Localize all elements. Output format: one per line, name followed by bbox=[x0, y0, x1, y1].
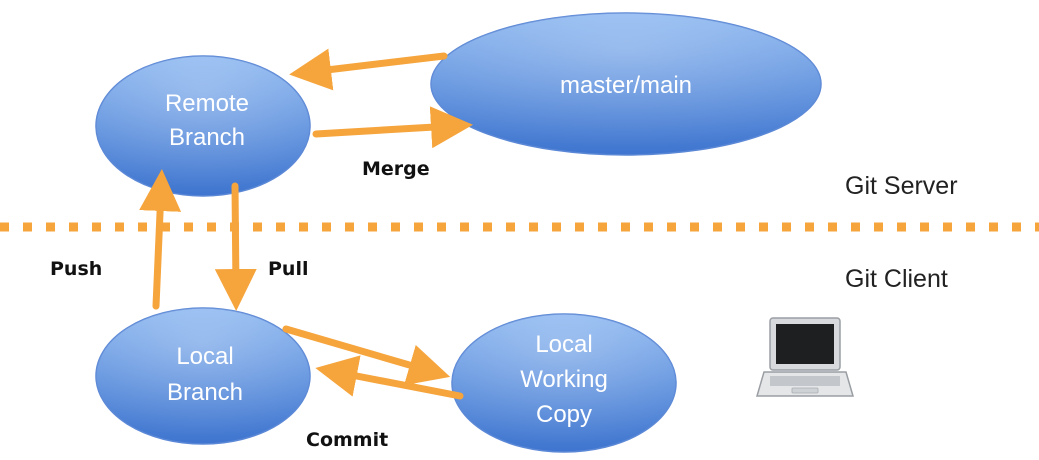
local-to-working-arrow bbox=[282, 325, 451, 386]
remote-branch-label-line1: Remote bbox=[165, 90, 249, 117]
local-branch-node: Local Branch bbox=[95, 307, 311, 445]
arrows bbox=[139, 48, 473, 400]
master-to-remote-arrow bbox=[289, 48, 448, 91]
local-branch-label-line1: Local bbox=[176, 343, 233, 370]
commit-arrow bbox=[315, 355, 464, 400]
laptop-icon bbox=[756, 317, 854, 397]
merge-arrow bbox=[312, 106, 473, 149]
git-client-label: Git Client bbox=[845, 265, 948, 293]
local-branch-label-line2: Branch bbox=[167, 379, 243, 406]
git-server-label: Git Server bbox=[845, 172, 958, 200]
commit-label: Commit bbox=[306, 429, 388, 451]
working-copy-label-line3: Copy bbox=[536, 401, 592, 428]
merge-label: Merge bbox=[362, 158, 430, 180]
master-label: master/main bbox=[560, 72, 692, 99]
push-arrow bbox=[139, 169, 182, 310]
remote-branch-node: Remote Branch bbox=[95, 55, 311, 197]
working-copy-node: Local Working Copy bbox=[451, 313, 677, 453]
master-node: master/main bbox=[430, 12, 822, 156]
pull-label: Pull bbox=[268, 258, 308, 280]
push-label: Push bbox=[50, 258, 102, 280]
working-copy-label-line1: Local bbox=[535, 331, 592, 358]
remote-branch-label-line2: Branch bbox=[169, 124, 245, 151]
working-copy-label-line2: Working bbox=[520, 366, 608, 393]
pull-arrow bbox=[214, 182, 257, 311]
